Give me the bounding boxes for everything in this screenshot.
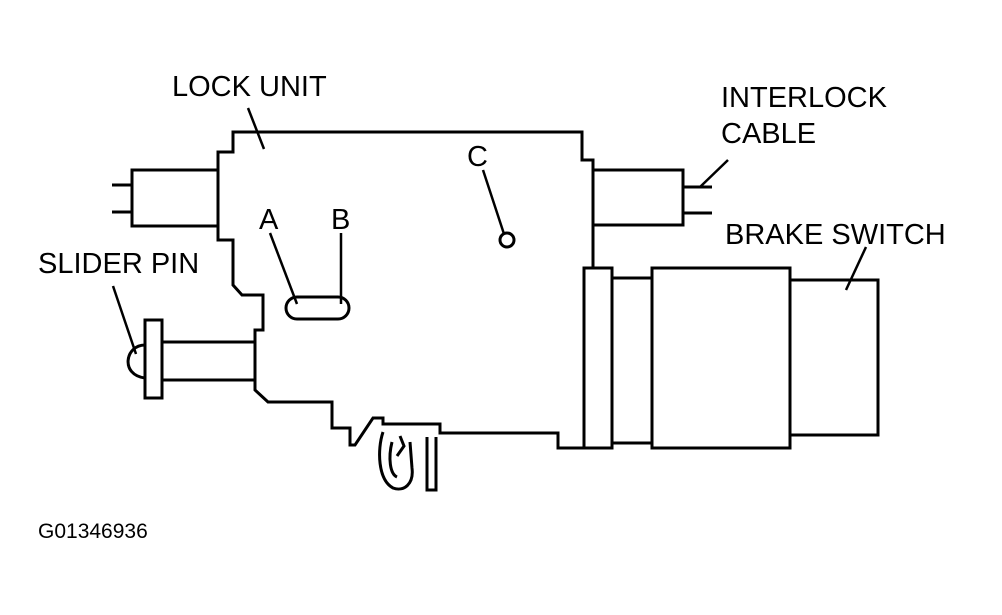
leader-slider-pin	[111, 285, 138, 355]
label-slider-pin: SLIDER PIN	[38, 248, 200, 280]
leader-lock-unit	[246, 107, 266, 150]
lock-unit-housing	[216, 130, 595, 450]
leader-brake-switch	[844, 246, 868, 291]
figure-id: G01346936	[38, 520, 148, 543]
label-point-c: C	[467, 141, 488, 173]
leader-lines	[111, 107, 868, 355]
brake-switch-body	[582, 266, 880, 450]
label-lock-unit: LOCK UNIT	[172, 71, 327, 103]
interlock-cable-connector	[591, 168, 712, 227]
label-point-b: B	[331, 204, 351, 236]
label-interlock-cable-line2: CABLE	[721, 118, 817, 150]
left-connector	[112, 168, 222, 228]
slot-ab	[284, 295, 351, 321]
label-interlock-cable-line1: INTERLOCK	[721, 82, 887, 114]
latch-hook	[378, 431, 438, 492]
leader-c	[481, 169, 506, 235]
slider-pin	[126, 318, 257, 400]
leader-interlock-cable	[699, 159, 729, 188]
label-brake-switch: BRAKE SWITCH	[725, 219, 946, 251]
label-point-a: A	[259, 204, 279, 236]
leader-a	[268, 232, 299, 305]
point-c-hole	[498, 231, 516, 249]
